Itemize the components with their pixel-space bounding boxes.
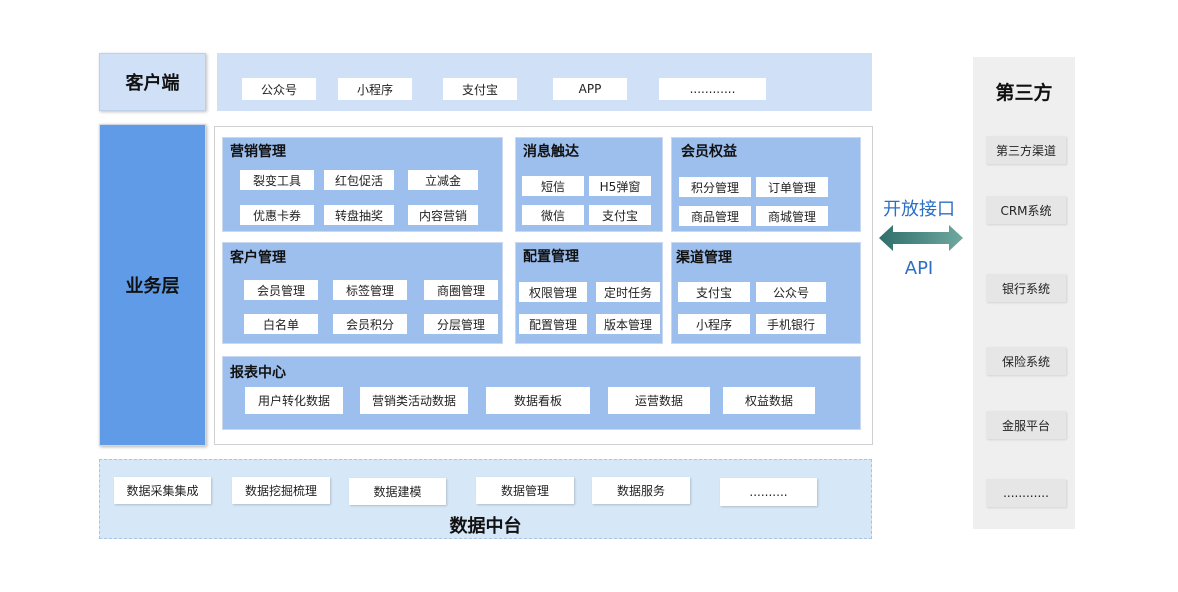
marketing-title: 营销管理 [230,144,286,160]
data-item-more: .......... [720,478,817,506]
messaging-item-sms: 短信 [522,176,584,196]
reports-item-benefits: 权益数据 [723,387,815,414]
client-item-mini-program: 小程序 [338,78,412,100]
api-label: API [904,258,934,279]
client-item-alipay: 支付宝 [443,78,517,100]
messaging-item-wechat: 微信 [522,205,584,225]
reports-item-operations: 运营数据 [608,387,710,414]
channel-title: 渠道管理 [676,250,732,266]
data-item-mining: 数据挖掘梳理 [232,477,330,504]
data-item-modeling: 数据建模 [349,478,446,505]
reports-title: 报表中心 [230,365,286,381]
reports-item-dashboard: 数据看板 [486,387,590,414]
marketing-item-lucky-wheel: 转盘抽奖 [324,205,394,225]
config-item-config-mgmt: 配置管理 [519,314,587,334]
third-party-item-bank: 银行系统 [986,274,1066,302]
customer-item-district-mgmt: 商圈管理 [424,280,498,300]
config-item-version-mgmt: 版本管理 [596,314,660,334]
bidirectional-arrow-icon [879,225,963,251]
third-party-item-more: ............ [986,479,1066,507]
customer-item-member-points: 会员积分 [333,314,407,334]
third-party-title: 第三方 [995,82,1053,104]
data-item-services: 数据服务 [592,477,690,504]
client-item-more: ............ [659,78,766,100]
client-item-official-account: 公众号 [242,78,316,100]
customer-item-tier-mgmt: 分层管理 [424,314,498,334]
data-item-management: 数据管理 [476,477,574,504]
client-label: 客户端 [99,53,206,111]
membership-title: 会员权益 [681,144,737,160]
channel-item-mobile-banking: 手机银行 [756,314,826,334]
data-item-collection: 数据采集集成 [114,477,211,504]
customer-item-tag-mgmt: 标签管理 [333,280,407,300]
membership-item-products: 商品管理 [679,206,751,226]
membership-item-orders: 订单管理 [756,177,828,197]
customer-item-member-mgmt: 会员管理 [244,280,318,300]
membership-item-mall: 商城管理 [756,206,828,226]
marketing-item-content-marketing: 内容营销 [408,205,478,225]
third-party-item-channel: 第三方渠道 [986,136,1066,164]
channel-item-official-account: 公众号 [756,282,826,302]
api-title: 开放接口 [883,199,955,220]
reports-item-marketing-activity: 营销类活动数据 [360,387,468,414]
messaging-title: 消息触达 [523,144,579,160]
marketing-item-instant-discount: 立减金 [408,170,478,190]
channel-item-mini-program: 小程序 [678,314,750,334]
marketing-item-fission-tool: 裂变工具 [240,170,314,190]
config-title: 配置管理 [523,249,579,265]
customer-title: 客户管理 [230,250,286,266]
config-item-scheduled-tasks: 定时任务 [596,282,660,302]
customer-item-whitelist: 白名单 [244,314,318,334]
messaging-item-alipay: 支付宝 [589,205,651,225]
messaging-item-h5-popup: H5弹窗 [589,176,651,196]
third-party-item-crm: CRM系统 [986,196,1066,224]
business-layer-label: 业务层 [99,124,206,446]
marketing-item-coupon: 优惠卡券 [240,205,314,225]
third-party-item-insurance: 保险系统 [986,347,1066,375]
membership-item-points: 积分管理 [679,177,751,197]
channel-item-alipay: 支付宝 [678,282,750,302]
client-item-app: APP [553,78,627,100]
marketing-item-red-packet: 红包促活 [324,170,394,190]
data-platform-label: 数据中台 [449,516,522,537]
reports-item-user-conversion: 用户转化数据 [245,387,343,414]
config-item-permissions: 权限管理 [519,282,587,302]
third-party-item-finance-platform: 金服平台 [986,411,1066,439]
